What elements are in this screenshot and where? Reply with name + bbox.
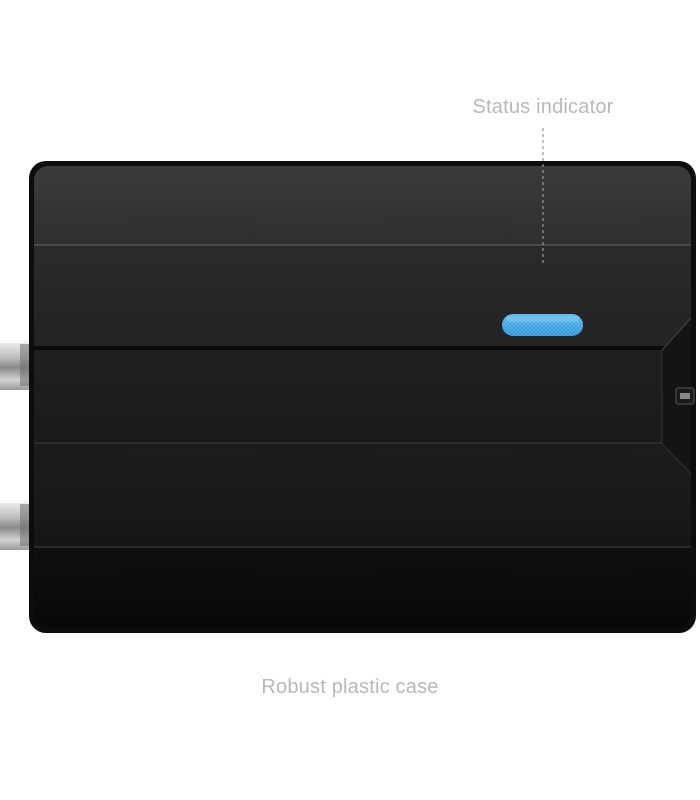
case-body bbox=[34, 166, 691, 628]
slide-switch-icon bbox=[675, 387, 695, 405]
case-label: Robust plastic case bbox=[261, 676, 439, 698]
bnc-connector-top-icon bbox=[0, 340, 34, 390]
status-indicator-label: Status indicator bbox=[472, 96, 614, 118]
bnc-connector-bottom-icon bbox=[0, 500, 34, 550]
status-led-icon bbox=[502, 314, 583, 336]
